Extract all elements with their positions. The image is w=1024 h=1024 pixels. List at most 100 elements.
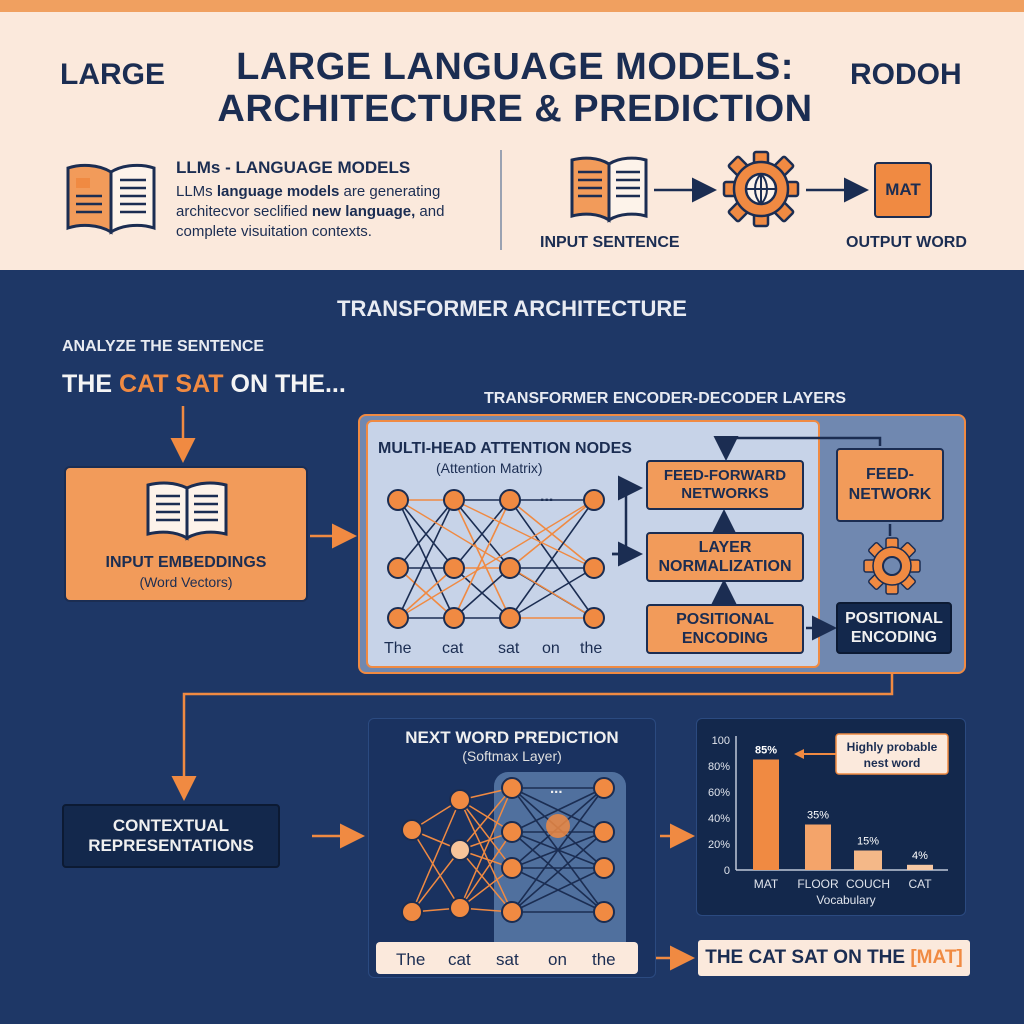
softmax-edge bbox=[411, 799, 461, 913]
chart-bar bbox=[854, 850, 882, 870]
softmax-edge bbox=[411, 829, 461, 909]
chart-data-label: 35% bbox=[807, 810, 829, 822]
globe-gear-icon bbox=[722, 150, 800, 228]
llm-desc-bold-1: language models bbox=[216, 183, 340, 200]
header-divider bbox=[500, 150, 502, 250]
prediction-subtitle: (Softmax Layer) bbox=[462, 748, 562, 764]
pred-token-5: the bbox=[592, 950, 616, 969]
chart-y-tick-label: 100 bbox=[712, 735, 730, 747]
frame-to-contextual-arrow bbox=[171, 674, 894, 801]
llm-desc-bold-2: new language, bbox=[311, 203, 416, 220]
layer-norm-box: LAYER NORMALIZATION bbox=[646, 532, 804, 582]
top-accent-strip bbox=[0, 0, 1024, 12]
feedback-arrow bbox=[713, 436, 882, 461]
final-sentence: THE CAT SAT ON THE [MAT] bbox=[698, 940, 970, 976]
pred-token-4: on bbox=[548, 950, 567, 969]
prediction-title: NEXT WORD PREDICTION bbox=[405, 728, 619, 747]
attention-to-ffn-arrow bbox=[612, 475, 643, 556]
attention-edge bbox=[509, 499, 595, 569]
attention-network bbox=[387, 489, 605, 629]
llm-desc-text-3: and complete visuitation contexts. bbox=[176, 203, 445, 240]
attention-edge bbox=[453, 499, 511, 619]
title-line-1: LARGE LANGUAGE MODELS: bbox=[236, 46, 794, 88]
softmax-node bbox=[593, 857, 615, 879]
attention-node bbox=[499, 489, 521, 511]
softmax-edge bbox=[459, 799, 513, 913]
input-sentence-label: INPUT SENTENCE bbox=[540, 234, 680, 251]
sentence-highlight: CAT SAT bbox=[118, 370, 224, 398]
chart-y-tick-label: 0 bbox=[724, 865, 730, 877]
pred-token-3: sat bbox=[496, 950, 519, 969]
attention-node bbox=[499, 557, 521, 579]
positional-encoding-box: POSITIONAL ENCODING bbox=[646, 604, 804, 654]
softmax-node bbox=[501, 777, 523, 799]
softmax-node bbox=[449, 789, 471, 811]
softmax-edge bbox=[511, 787, 605, 833]
llm-description: LLMs language models are generating arch… bbox=[176, 182, 486, 242]
chart-category-label: COUCH bbox=[846, 877, 890, 891]
chart-category-label: FLOOR bbox=[797, 877, 839, 891]
attention-node bbox=[387, 557, 409, 579]
attention-node bbox=[499, 607, 521, 629]
chart-bar bbox=[805, 824, 831, 870]
attention-edge bbox=[397, 499, 455, 619]
chart-data-label: 85% bbox=[755, 745, 777, 757]
chart-y-tick-label: 60% bbox=[708, 787, 730, 799]
llm-desc-text-2: are generating architecvor seclified bbox=[176, 183, 441, 220]
token-4: on bbox=[542, 640, 560, 657]
attention-edge bbox=[397, 499, 595, 619]
chart-category-label: CAT bbox=[908, 877, 932, 891]
attention-edge bbox=[397, 499, 455, 569]
chart-annotation-line-1: Highly probable bbox=[847, 740, 938, 754]
chart-y-tick-label: 80% bbox=[708, 761, 730, 773]
gear-icon bbox=[863, 537, 921, 595]
softmax-edge bbox=[459, 849, 513, 913]
chart-data-label: 15% bbox=[857, 836, 879, 848]
prediction-token-strip bbox=[376, 942, 638, 974]
probability-chart: 020%40%60%80%10085%MAT35%FLOOR15%COUCH4%… bbox=[708, 733, 949, 907]
attention-node bbox=[443, 607, 465, 629]
softmax-network bbox=[401, 777, 615, 923]
softmax-edge bbox=[459, 787, 513, 909]
right-word: RODOH bbox=[850, 58, 962, 91]
attention-node bbox=[583, 489, 605, 511]
chart-bar bbox=[753, 759, 779, 870]
softmax-node bbox=[501, 821, 523, 843]
softmax-edge bbox=[459, 799, 513, 869]
chart-x-label: Vocabulary bbox=[816, 893, 875, 907]
attention-edge bbox=[453, 499, 595, 569]
token-1: The bbox=[384, 640, 412, 657]
sentence-pre: THE bbox=[62, 370, 119, 398]
chart-annotation-line-2: nest word bbox=[864, 756, 921, 770]
softmax-node bbox=[449, 897, 471, 919]
softmax-edge bbox=[459, 831, 513, 909]
sentence-post: ON THE... bbox=[223, 370, 346, 398]
attention-edge bbox=[509, 499, 595, 619]
input-book-icon bbox=[570, 156, 648, 223]
output-word-label: OUTPUT WORD bbox=[846, 234, 967, 251]
final-sentence-text: THE CAT SAT ON THE bbox=[705, 947, 906, 968]
embeddings-book-icon bbox=[146, 481, 228, 541]
contextual-representations-box: CONTEXTUAL REPRESENTATIONS bbox=[62, 804, 280, 868]
softmax-node bbox=[401, 901, 423, 923]
chart-bar bbox=[907, 864, 933, 870]
attention-title: MULTI-HEAD ATTENTION NODES bbox=[378, 440, 632, 457]
open-book-icon bbox=[66, 163, 156, 235]
token-5: the bbox=[580, 640, 603, 657]
softmax-node bbox=[501, 857, 523, 879]
final-predicted-word: [MAT] bbox=[910, 947, 963, 968]
llm-desc-text-1: LLMs bbox=[176, 183, 217, 200]
token-3: sat bbox=[498, 640, 520, 657]
title-line-2: ARCHITECTURE & PREDICTION bbox=[217, 88, 813, 130]
softmax-edge bbox=[411, 849, 461, 913]
attention-node bbox=[583, 557, 605, 579]
softmax-node bbox=[501, 901, 523, 923]
softmax-node bbox=[593, 821, 615, 843]
output-word-box: MAT bbox=[874, 162, 932, 218]
input-sentence: THE CAT SAT ON THE... bbox=[62, 370, 346, 399]
encoder-decoder-title: TRANSFORMER ENCODER-DECODER LAYERS bbox=[484, 390, 847, 407]
attention-edge bbox=[453, 567, 511, 619]
attention-node bbox=[443, 557, 465, 579]
softmax-edge bbox=[459, 787, 513, 851]
attention-subtitle: (Attention Matrix) bbox=[436, 460, 543, 476]
